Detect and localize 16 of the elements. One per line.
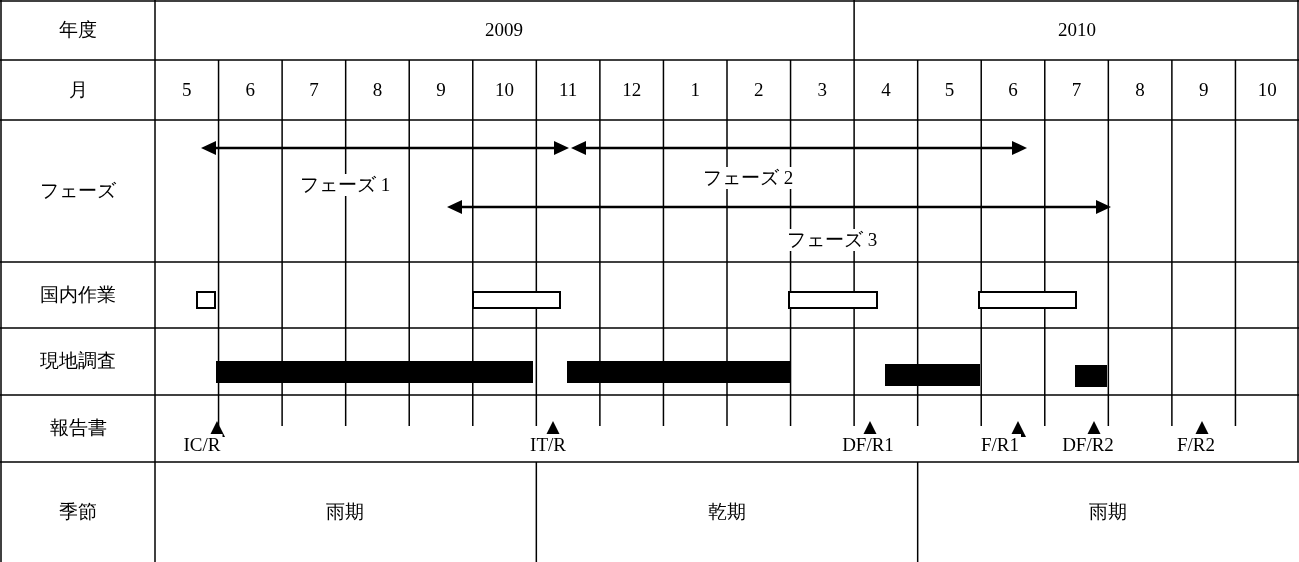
season-label: 雨期: [324, 501, 366, 523]
season-label: 乾期: [706, 501, 748, 523]
row-heading: 年度: [57, 19, 99, 41]
task-box: [472, 291, 561, 309]
survey-bar: [885, 364, 980, 386]
survey-bar: [567, 361, 790, 383]
row-heading: 報告書: [47, 417, 109, 439]
row-heading: 季節: [57, 501, 99, 523]
row-heading: 現地調査: [38, 350, 118, 372]
survey-bar: [216, 361, 533, 383]
season-label: 雨期: [1087, 501, 1129, 523]
task-box: [196, 291, 216, 309]
row-heading: 国内作業: [38, 284, 118, 306]
survey-bar: [1075, 365, 1107, 387]
task-box: [788, 291, 878, 309]
task-box: [978, 291, 1077, 309]
